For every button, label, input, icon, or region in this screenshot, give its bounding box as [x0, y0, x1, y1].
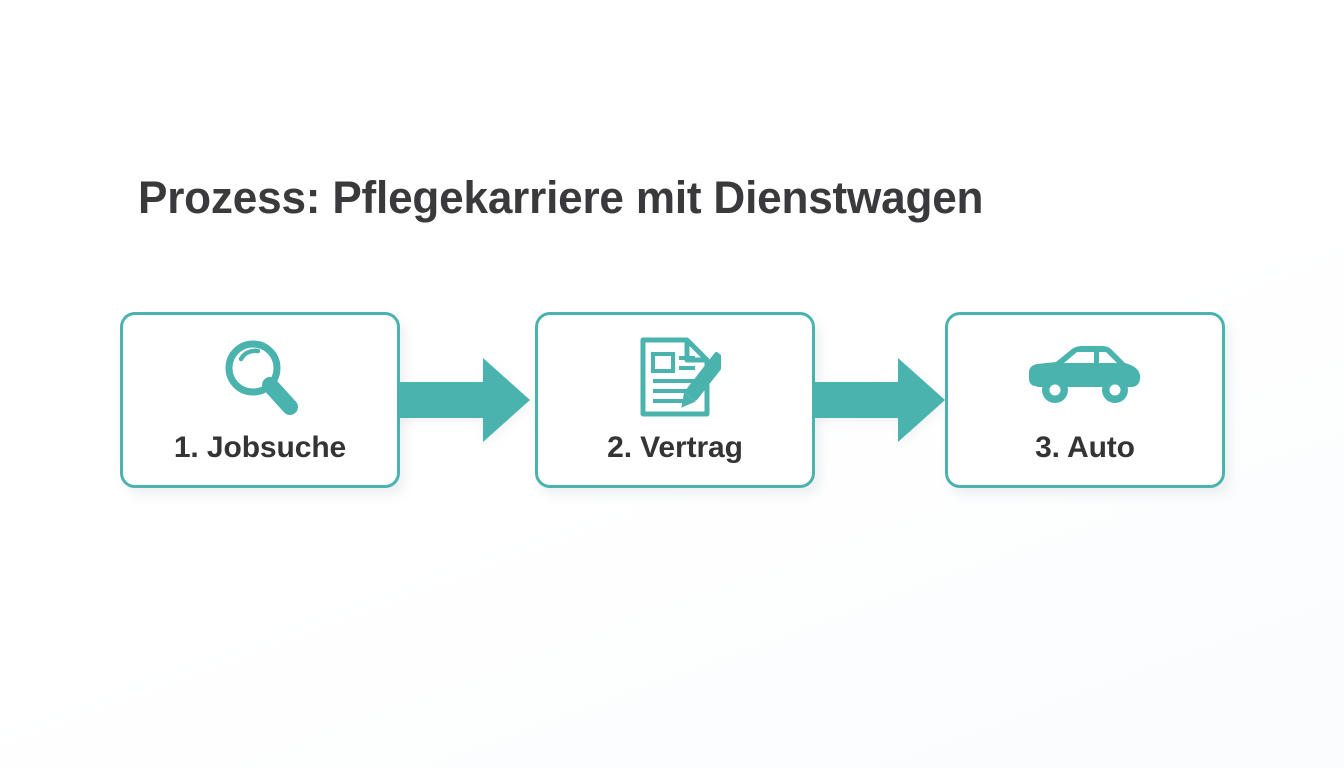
step-card-auto[interactable]: 3. Auto: [945, 312, 1225, 488]
arrow-right-icon: [397, 354, 531, 446]
car-icon: [948, 335, 1222, 419]
step-label-auto: 3. Auto: [1035, 431, 1135, 464]
step-card-vertrag[interactable]: 2. Vertrag: [535, 312, 815, 488]
document-pencil-icon: [538, 335, 812, 419]
magnifier-icon: [123, 335, 397, 419]
page-title: Prozess: Pflegekarriere mit Dienstwagen: [138, 172, 984, 223]
step-label-vertrag: 2. Vertrag: [607, 431, 743, 464]
process-flow: 1. Jobsuche: [0, 312, 1344, 492]
arrow-right-icon: [812, 354, 946, 446]
step-label-jobsuche: 1. Jobsuche: [173, 431, 347, 464]
step-card-jobsuche[interactable]: 1. Jobsuche: [120, 312, 400, 488]
